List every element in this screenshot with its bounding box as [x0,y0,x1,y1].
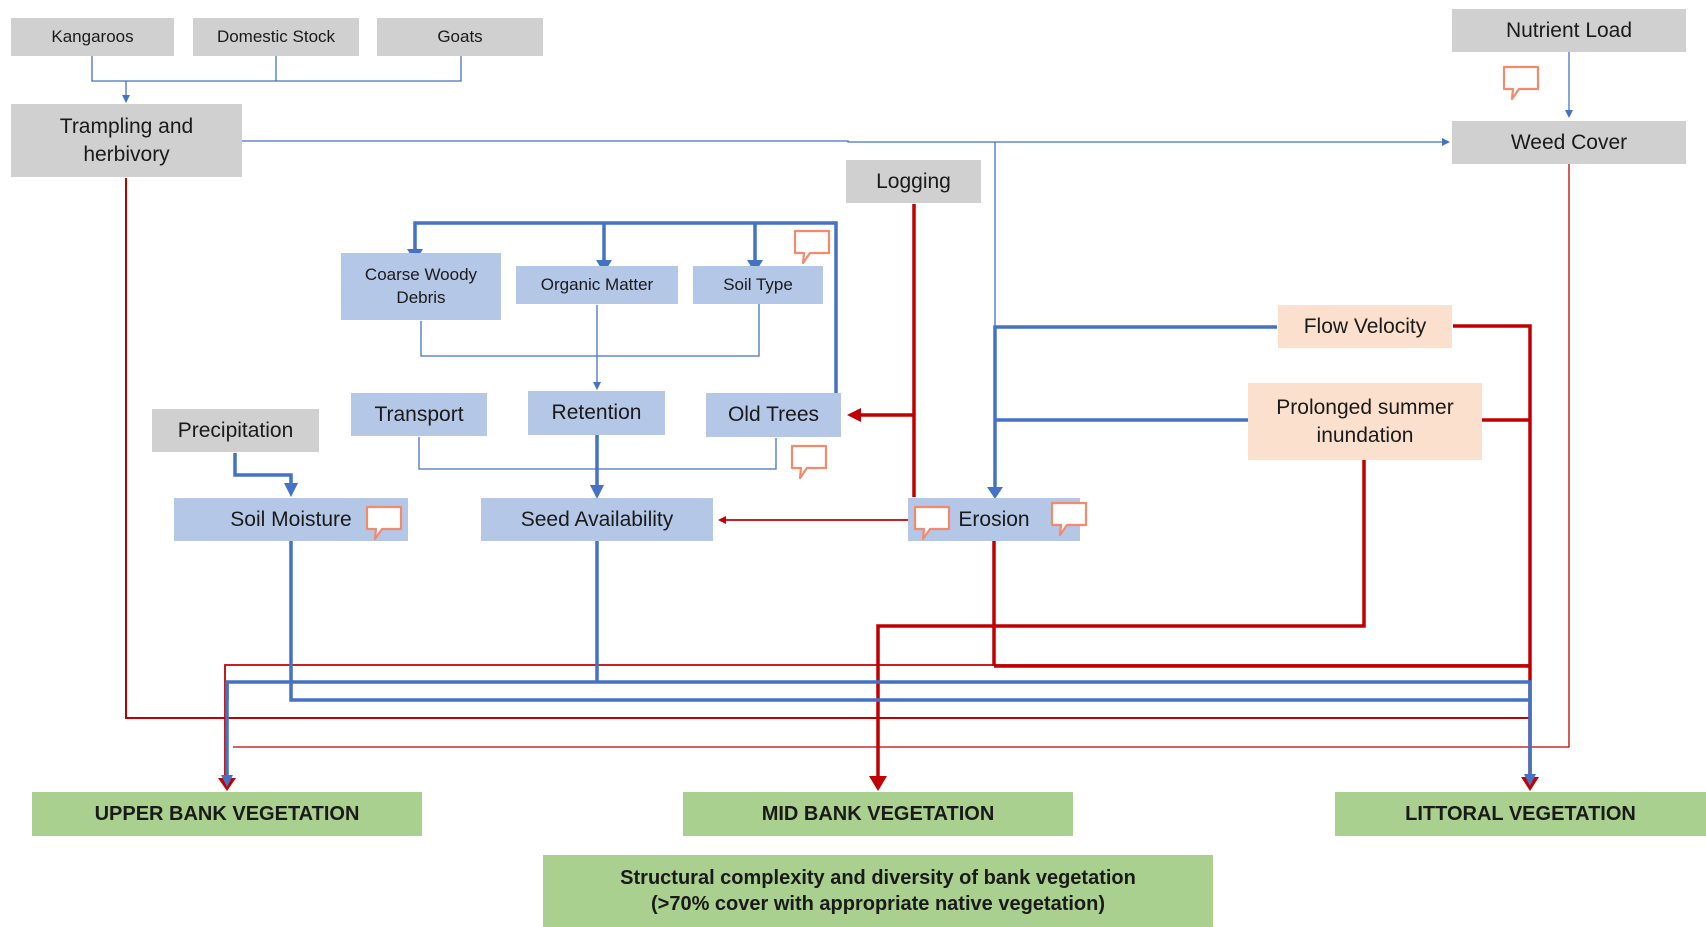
speech-bubble-icon[interactable] [1049,500,1089,538]
speech-bubble-icon[interactable] [792,228,832,266]
node-goats: Goats [377,18,543,56]
node-mid-bank-vegetation: MID BANK VEGETATION [683,792,1073,836]
speech-bubble-icon[interactable] [364,504,404,542]
link-inundation-to-mid-bank [876,460,1366,778]
node-seed-availability: Seed Availability [481,498,713,541]
link-grazers-to-trampling [91,55,462,103]
node-soil-type: Soil Type [693,266,823,304]
node-logging: Logging [846,160,981,203]
node-upper-bank-vegetation: UPPER BANK VEGETATION [32,792,422,836]
node-structural-complexity: Structural complexity and diversity of b… [543,855,1213,927]
link-hydrology-to-erosion [993,325,1277,490]
link-old-trees-to-soil-factors [413,221,838,395]
node-precipitation: Precipitation [152,409,319,452]
speech-bubble-icon[interactable] [1501,64,1541,102]
node-kangaroos: Kangaroos [11,18,174,56]
node-transport: Transport [351,393,487,436]
speech-bubble-icon[interactable] [789,443,829,481]
node-trampling-herbivory: Trampling and herbivory [11,104,242,177]
link-soil-factors-to-retention [420,304,760,390]
node-nutrient-load: Nutrient Load [1452,9,1686,52]
node-flow-velocity: Flow Velocity [1278,305,1452,348]
node-domestic-stock: Domestic Stock [193,18,359,56]
node-retention: Retention [528,391,665,435]
node-coarse-woody-debris: Coarse Woody Debris [341,253,501,320]
arrow-heads-vegetation [218,774,1539,791]
speech-bubble-icon[interactable] [912,504,952,542]
link-precipitation-to-soil-moisture [233,453,298,497]
red-bus-lines [125,164,1570,780]
link-hydrology-to-littoral [1453,324,1532,780]
node-prolonged-summer-inundation: Prolonged summer inundation [1248,383,1482,460]
node-old-trees: Old Trees [706,393,841,437]
blue-bus-lines [225,541,1532,780]
node-organic-matter: Organic Matter [516,266,678,304]
node-weed-cover: Weed Cover [1452,121,1686,164]
node-littoral-vegetation: LITTORAL VEGETATION [1335,792,1706,836]
arrow-head-erosion [987,487,1003,499]
link-trampling-to-weed-cover [242,138,1450,146]
